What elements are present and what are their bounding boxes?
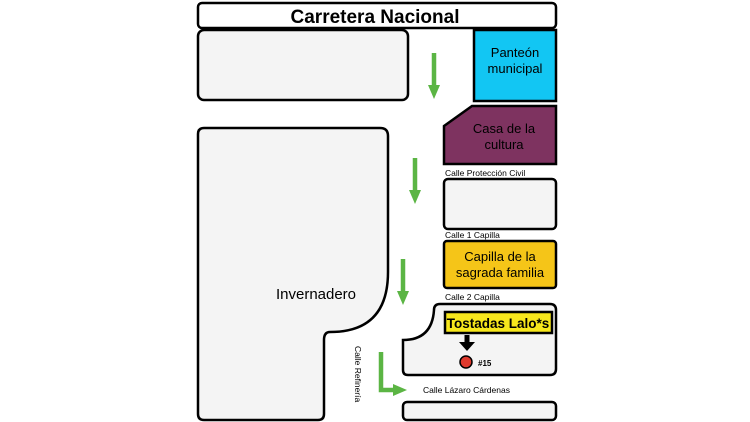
block-bottom	[401, 400, 558, 422]
street-label-lazaro-cardenas: Calle Lázaro Cárdenas	[423, 385, 510, 395]
panteon-label-line1: Panteón	[491, 45, 539, 60]
panteon-block	[472, 28, 558, 103]
destination-marker-icon	[459, 355, 473, 369]
capilla-label-line1: Capilla de la	[464, 249, 536, 264]
block-top-left	[196, 28, 410, 102]
street-label-refineria: Calle Refinería	[353, 346, 363, 402]
tostadas-sign	[443, 310, 554, 335]
street-label-capilla-2: Calle 2 Capilla	[445, 292, 500, 302]
panteon-label-line2: municipal	[488, 61, 543, 76]
casa-cultura-label-line2: cultura	[484, 137, 524, 152]
highway-bar	[196, 1, 558, 30]
route-arrows	[378, 53, 440, 396]
capilla-block	[442, 239, 558, 290]
invernadero-label: Invernadero	[276, 286, 356, 303]
route-arrow-4-icon	[378, 352, 407, 396]
casa-cultura-block	[442, 104, 558, 166]
capilla-label-line2: sagrada familia	[456, 265, 545, 280]
highway-label: Carretera Nacional	[291, 7, 460, 28]
invernadero-block	[196, 126, 390, 422]
tostadas-label: Tostadas Lalo*s	[447, 316, 550, 331]
street-label-capilla-1: Calle 1 Capilla	[445, 230, 500, 240]
destination-number: #15	[478, 359, 492, 368]
block-right-middle	[442, 177, 558, 231]
destination-arrow-icon	[459, 335, 475, 351]
casa-cultura-label-line1: Casa de la	[473, 121, 536, 136]
street-label-proteccion-civil: Calle Protección Civil	[445, 168, 525, 178]
